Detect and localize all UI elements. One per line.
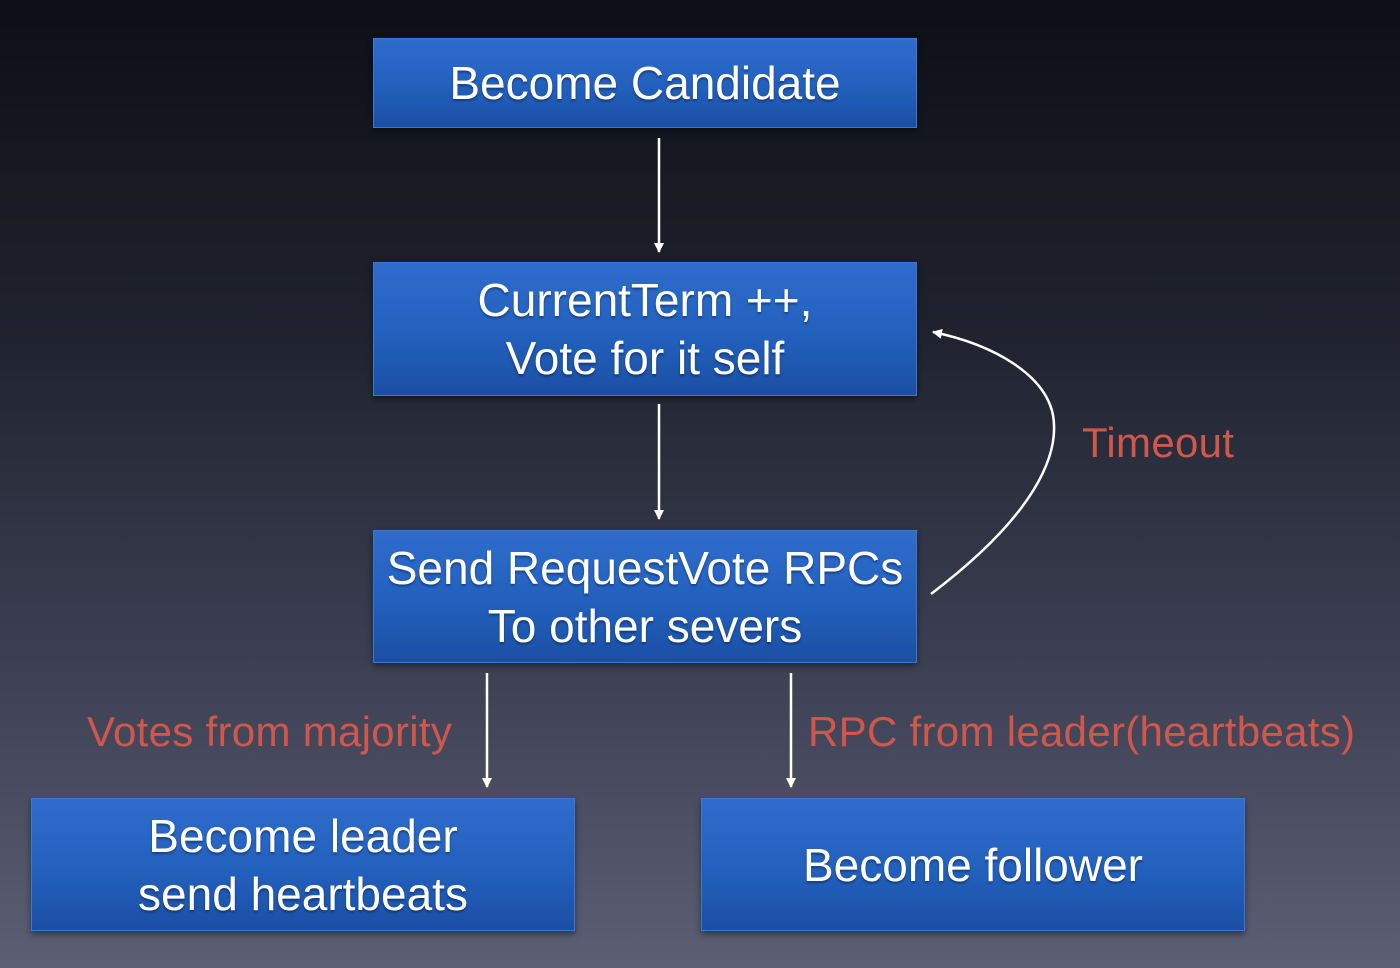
node-become-leader-line-1: Become leader (148, 809, 458, 862)
node-send-request-vote-line-1: Send RequestVote RPCs (386, 541, 904, 594)
edge-label-rpc-from-leader: RPC from leader(heartbeats) (808, 708, 1356, 755)
edge-label-votes-from-majority: Votes from majority (87, 708, 453, 755)
node-current-term-line-2: Vote for it self (505, 332, 785, 384)
edge-label-timeout: Timeout (1082, 419, 1235, 466)
node-become-follower: Become follower (701, 798, 1245, 931)
node-send-request-vote: Send RequestVote RPCs To other severs (373, 530, 917, 663)
node-become-leader-line-2: send heartbeats (138, 867, 468, 920)
node-become-follower-line-1: Become follower (802, 838, 1144, 891)
node-current-term-line-1: CurrentTerm ++, (477, 274, 813, 326)
node-become-leader: Become leader send heartbeats (31, 798, 575, 931)
arrow-timeout-loop (930, 328, 1056, 595)
node-become-candidate: Become Candidate (373, 38, 917, 128)
node-become-candidate-line-1: Become Candidate (449, 57, 841, 109)
node-send-request-vote-line-2: To other severs (487, 599, 803, 652)
node-current-term: CurrentTerm ++, Vote for it self (373, 262, 917, 396)
